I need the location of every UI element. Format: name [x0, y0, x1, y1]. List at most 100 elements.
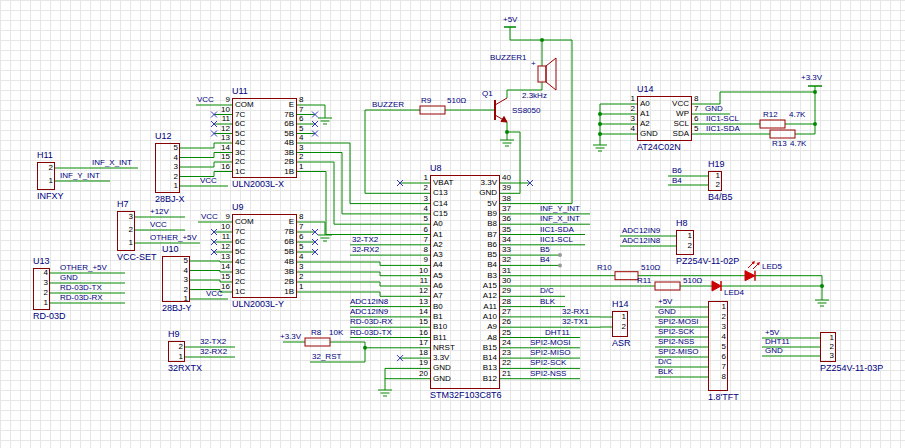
- pin-number: 14: [221, 144, 230, 152]
- pin-number: 25: [502, 329, 511, 337]
- pin-number: 6: [694, 115, 698, 123]
- pin-number: 34: [502, 236, 511, 244]
- wire: [297, 272, 430, 276]
- component-box: U14AT24C02N1A02A13A24GNDVCC8WP7SCL6SDA5: [637, 96, 692, 141]
- junction-dot: [363, 38, 824, 350]
- component-box: H14ASR12: [612, 311, 628, 337]
- net-label: ADC12IN9: [622, 227, 660, 235]
- pin-number: 1: [129, 239, 133, 247]
- pin-number: 5: [174, 144, 178, 152]
- part-value: 32RXTX: [168, 364, 202, 373]
- pin-number: 1: [179, 353, 183, 361]
- pin-name: A11: [483, 303, 497, 311]
- ref-designator: U10: [162, 245, 179, 254]
- component-box: U9ULN2003L-Y9COM107C116C125C134C143C152C…: [232, 214, 297, 298]
- pin-number: 9: [226, 96, 230, 104]
- pin-name: A5: [433, 272, 443, 280]
- pin-number: 4: [174, 154, 178, 162]
- wire: [297, 262, 430, 265]
- no-connect-mark: [211, 112, 533, 362]
- net-label: 32-RX1: [562, 308, 589, 316]
- pin-name: 1B: [284, 168, 294, 176]
- pin-number: 3: [424, 195, 428, 203]
- pin-name: 7B: [284, 111, 294, 119]
- pin-number: 2: [174, 173, 178, 181]
- pin-name: A12: [483, 292, 497, 300]
- pin-number: 12: [221, 125, 230, 133]
- net-label: 4.7K: [790, 140, 806, 148]
- net-label: GND: [705, 105, 723, 113]
- net-label: Q1: [482, 90, 493, 98]
- net-label: INF_X_INT: [540, 215, 580, 223]
- pin-name: A7: [433, 292, 443, 300]
- pin-number: 33: [502, 246, 511, 254]
- pin-number: 8: [424, 246, 428, 254]
- component-box: H7VCC-SET321: [117, 211, 135, 251]
- pin-name: B11: [433, 334, 447, 342]
- pin-name: 6C: [235, 120, 245, 128]
- pin-number: 3: [299, 263, 303, 271]
- pin-number: 2: [184, 286, 188, 294]
- part-value: PZ254V-11-03P: [820, 364, 883, 373]
- pin-number: 6: [424, 226, 428, 234]
- net-label: ADC12IN8: [350, 298, 388, 306]
- pin-number: 13: [221, 134, 230, 142]
- pin-name: NRST: [433, 344, 455, 352]
- pin-number: 3: [174, 163, 178, 171]
- net-label: INF_Y_INT: [60, 172, 100, 180]
- net-label: SPI2-SCK: [530, 359, 566, 367]
- net-label: 32-TX1: [562, 318, 588, 326]
- pin-name: A8: [487, 334, 497, 342]
- component-box: H932RXTX21: [168, 341, 185, 362]
- pin-number: 11: [222, 115, 230, 123]
- pin-number: 6: [722, 353, 726, 361]
- net-label: D/C: [540, 287, 554, 295]
- net-label: BUZZER: [372, 101, 404, 109]
- net-label: +5V: [658, 298, 672, 306]
- pin-number: 5: [694, 125, 698, 133]
- net-label: SPI2-MISO: [530, 349, 570, 357]
- pin-name: A2: [640, 120, 650, 128]
- pin-name: A1: [433, 231, 443, 239]
- net-label: 2.3kHz: [522, 92, 547, 100]
- pin-name: 2C: [235, 278, 245, 286]
- pin-number: 2: [129, 226, 133, 234]
- pin-name: A10: [483, 313, 497, 321]
- pin-name: GND: [640, 130, 658, 138]
- net-label: R13: [772, 140, 787, 148]
- pin-number: 4: [722, 333, 726, 341]
- net-label: RD-03D-TX: [350, 329, 392, 337]
- pin-name: A15: [483, 282, 497, 290]
- net-label: BLK: [658, 368, 673, 376]
- net-label: GND: [60, 274, 78, 282]
- pin-number: 1: [722, 303, 726, 311]
- pin-name: 6B: [284, 120, 294, 128]
- net-label: OTHER_+5V: [60, 264, 107, 272]
- pin-name: 3B: [284, 268, 294, 276]
- pin-number: 7: [694, 105, 698, 113]
- pin-number: 16: [221, 163, 230, 171]
- net-label: IIC1-SDA: [706, 125, 740, 133]
- net-label: VCC: [150, 221, 167, 229]
- net-label: BUZZER1: [490, 54, 526, 62]
- pin-name: E: [289, 218, 294, 226]
- net-label: VCC: [197, 96, 214, 104]
- pin-name: A9: [487, 323, 497, 331]
- net-label: OTHER_+5V: [150, 234, 197, 242]
- pin-name: 3C: [235, 268, 245, 276]
- pin-name: A3: [433, 251, 443, 259]
- pin-name: 6C: [235, 238, 245, 246]
- ref-designator: U8: [430, 164, 442, 173]
- net-label: 32-TX2: [200, 338, 226, 346]
- pin-number: 1: [424, 174, 428, 182]
- pin-name: COM: [235, 101, 254, 109]
- pin-name: 4C: [235, 139, 245, 147]
- pin-name: B1: [433, 313, 443, 321]
- net-label: DHT11: [765, 338, 790, 346]
- pin-number: 12: [221, 243, 230, 251]
- part-value: AT24C02N: [637, 143, 681, 152]
- pin-name: SDA: [673, 130, 689, 138]
- wire: [180, 172, 232, 177]
- wire: [500, 316, 612, 317]
- net-label: R10: [597, 264, 612, 272]
